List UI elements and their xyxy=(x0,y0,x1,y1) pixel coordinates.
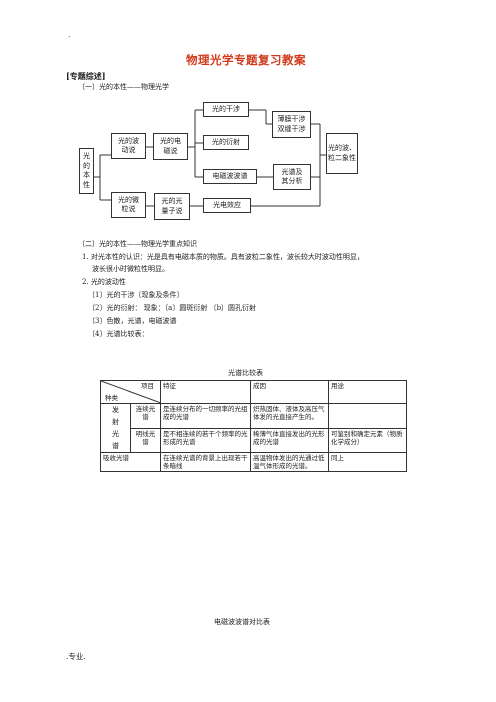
header-diagonal-cell: 项目 种类 xyxy=(100,380,161,404)
em-table-caption: 电磁波波谱对比表 xyxy=(214,618,270,626)
item-2-3: 〔3〕色散，光谱，电磁波谱 xyxy=(88,317,177,325)
item-1-line-b: 波长很小时微粒性明显。 xyxy=(92,265,169,273)
absorption-spectrum-name: 吸收光谱 xyxy=(100,451,161,473)
header-use: 用途 xyxy=(328,380,407,404)
diagram-interference: 光的干涉 xyxy=(203,102,249,117)
footer-label: .专业. xyxy=(66,652,86,661)
item-2-4: 〔4〕光谱比较表： xyxy=(88,330,149,338)
line-spectrum-cause: 稀薄气体直接发出的光形成的光谱 xyxy=(250,427,329,453)
diagram-spectrum-analysis: 光谱及其分析 xyxy=(273,164,311,190)
diagram-wave-theory: 光的波动说 xyxy=(111,133,146,159)
line-spectrum-use: 可鉴别和确定元素（物质化学成分） xyxy=(328,427,407,453)
emission-spectrum-label: 发射光谱 xyxy=(100,403,131,453)
header-cause: 成因 xyxy=(250,380,329,404)
spectrum-comparison-table: 项目 种类 特征 成因 用途 发射光谱 连续光谱 是连续分布的一切频率的光组成的… xyxy=(100,380,407,473)
item-1-line-a: 1. 对光本性的认识：光是具有电磁本质的物质。具有波粒二象性，波长较大时波动性明… xyxy=(82,253,364,261)
diagram-em-theory: 光的电磁说 xyxy=(153,133,188,160)
continuous-spectrum-cause: 炽热固体、液体及高压气体发的光直接产生的。 xyxy=(250,403,329,429)
item-2-2: 〔2〕光的衍射： 现象：〔a〕圆斑衍射 〔b〕圆孔衍射 xyxy=(88,304,257,312)
absorption-spectrum-feature: 在连续光谱的背景上出现若干条暗线 xyxy=(160,451,251,473)
spectrum-table-caption: 光谱比较表 xyxy=(228,369,263,377)
absorption-spectrum-use: 同上 xyxy=(328,451,407,473)
header-feature: 特征 xyxy=(160,380,251,404)
table-row: 明线光谱 是不相连续的若干个频率的光形成的光谱 稀薄气体直接发出的光形成的光谱 … xyxy=(101,427,407,453)
diagram-quantum-theory: 光的光量子说 xyxy=(154,193,190,220)
continuous-spectrum-use xyxy=(328,403,407,429)
part2-heading: 〔二〕光的本性——物理光学重点知识 xyxy=(78,240,197,248)
diagram-wave-particle-duality: 光的波、粒二象性 xyxy=(326,133,358,174)
diagram-particle-theory: 光的微粒说 xyxy=(111,192,146,218)
absorption-spectrum-cause: 高温物体发出的光通过低温气体形成的光谱。 xyxy=(250,451,329,473)
line-spectrum-name: 明线光谱 xyxy=(130,427,161,453)
continuous-spectrum-feature: 是连续分布的一切频率的光组成的光谱 xyxy=(160,403,251,429)
diagram-diffraction: 光的衍射 xyxy=(203,135,249,150)
page-title: 物理光学专题复习教案 xyxy=(186,53,306,67)
table-row: 发射光谱 连续光谱 是连续分布的一切频率的光组成的光谱 炽热固体、液体及高压气体… xyxy=(100,403,407,453)
item-2: 2. 光的波动性 xyxy=(82,278,126,286)
diagram-em-spectrum: 电磁波波谱 xyxy=(203,169,257,184)
section-label: [专题综述] xyxy=(66,71,106,81)
line-spectrum-feature: 是不相连续的若干个频率的光形成的光谱 xyxy=(160,427,251,453)
table-row: 项目 种类 特征 成因 用途 xyxy=(100,380,407,404)
continuous-spectrum-name: 连续光谱 xyxy=(130,403,161,429)
header-mark: . xyxy=(68,30,71,39)
header-kind: 种类 xyxy=(105,393,118,402)
diagonal-line xyxy=(101,381,161,403)
diagram-film-double-slit: 薄膜干涉双缝干涉 xyxy=(272,111,311,138)
diagram-photoelectric: 光电效应 xyxy=(203,198,251,213)
header-item: 项目 xyxy=(141,382,154,390)
part1-heading: 〔一〕光的本性——物理光学 xyxy=(78,83,169,91)
table-row: 吸收光谱 在连续光谱的背景上出现若干条暗线 高温物体发出的光通过低温气体形成的光… xyxy=(100,451,407,473)
item-2-1: 〔1〕光的干涉〔现象及条件〕 xyxy=(88,291,184,299)
diagram-light-nature: 光的本性 xyxy=(79,148,94,194)
